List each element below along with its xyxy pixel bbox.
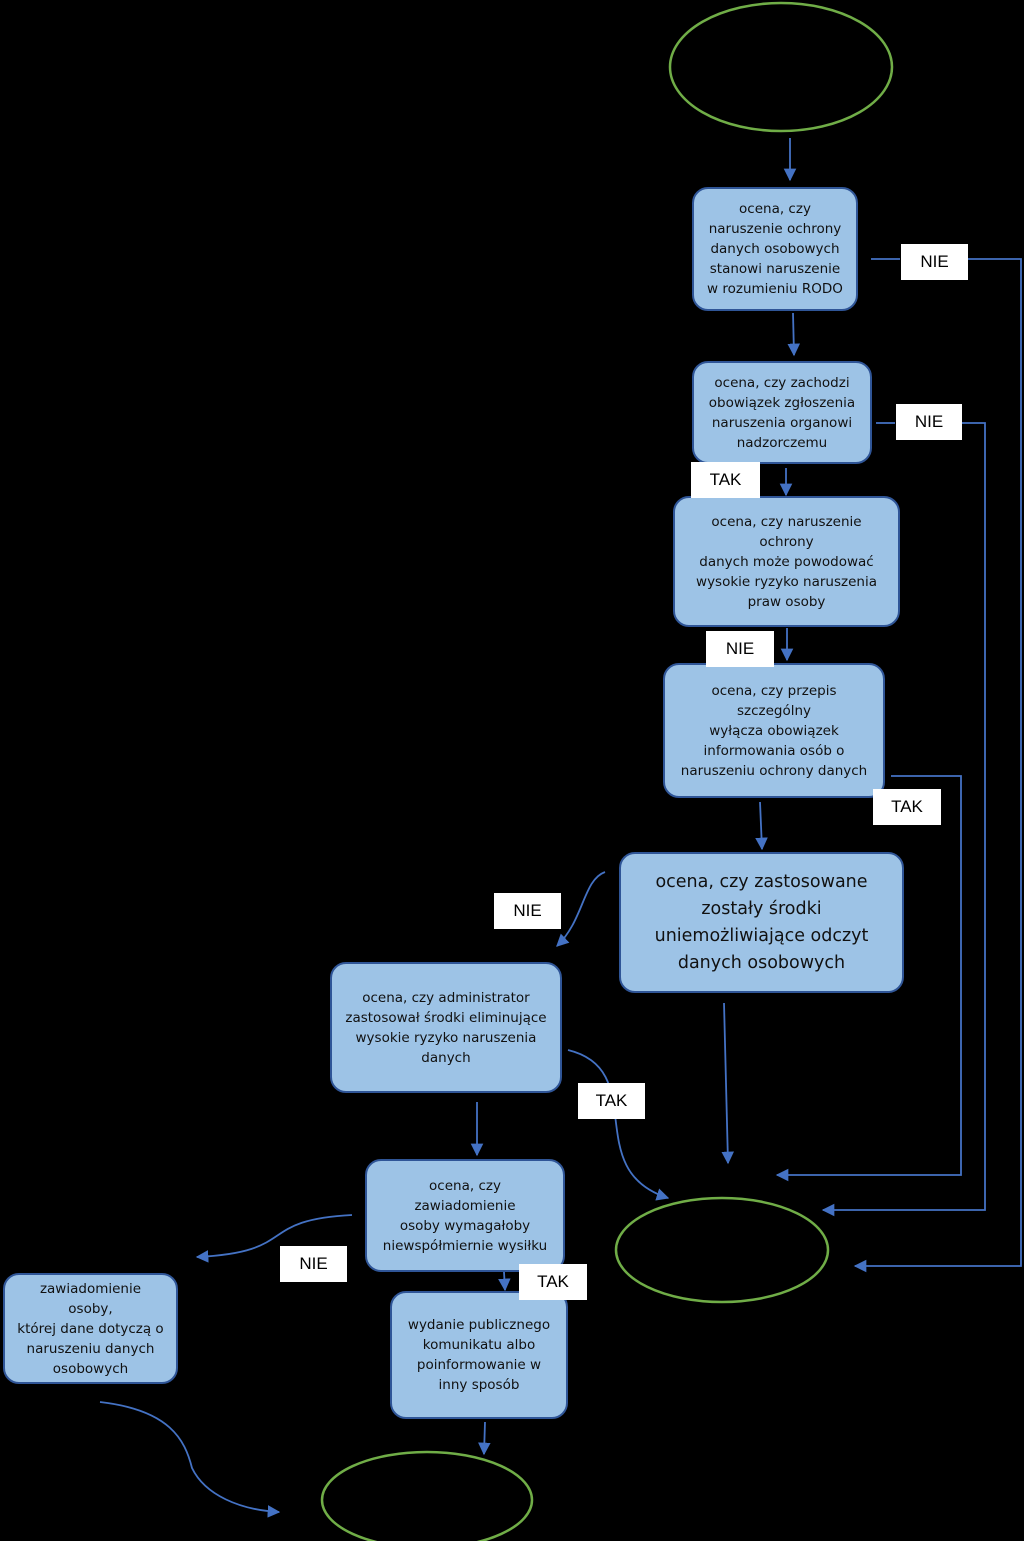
label-tak-disproportionate: TAK (519, 1264, 587, 1300)
end-terminal-after-notice (320, 1450, 534, 1541)
label-nie-risk: NIE (706, 631, 774, 667)
node-public-notice: wydanie publicznego komunikatu albo poin… (390, 1291, 568, 1419)
node-encryption-text: ocena, czy zastosowane zostały środki un… (654, 871, 869, 973)
node-admin-measures: ocena, czy administrator zastosował środ… (330, 962, 562, 1093)
label-tak-notify: TAK (691, 462, 760, 498)
node-breach-rodo-text: ocena, czy naruszenie ochrony danych oso… (707, 201, 843, 297)
arrow-encryption-to-end (721, 1002, 735, 1165)
arrow-breach-to-notify (787, 312, 801, 357)
label-nie-encryption: NIE (494, 893, 561, 929)
arrow-admin-tak-to-end (567, 1049, 670, 1201)
node-disproportionate: ocena, czy zawiadomienie osoby wymagałob… (365, 1159, 565, 1272)
label-tak-admin: TAK (578, 1083, 645, 1119)
arrow-encryption-nie-to-admin (556, 871, 606, 947)
node-high-risk: ocena, czy naruszenie ochrony danych moż… (673, 496, 900, 627)
node-notify-person: zawiadomienie osoby, której dane dotyczą… (3, 1273, 178, 1384)
node-notify-person-text: zawiadomienie osoby, której dane dotyczą… (17, 1280, 164, 1377)
label-nie-breach: NIE (901, 244, 968, 280)
node-public-notice-text: wydanie publicznego komunikatu albo poin… (407, 1317, 551, 1393)
arrow-special-tak-return (775, 775, 962, 1182)
node-disproportionate-text: ocena, czy zawiadomienie osoby wymagałob… (382, 1177, 548, 1254)
arrow-special-to-encryption (755, 801, 768, 851)
arrow-person-to-end (99, 1401, 281, 1518)
arrow-disproportionate-tak-to-public (498, 1271, 511, 1292)
node-notify-authority: ocena, czy zachodzi obowiązek zgłoszenia… (692, 361, 872, 464)
end-terminal-no-action (614, 1196, 830, 1304)
node-special-provision: ocena, czy przepis szczególny wyłącza ob… (663, 663, 885, 798)
label-nie-disproportionate: NIE (280, 1246, 347, 1282)
node-admin-measures-text: ocena, czy administrator zastosował środ… (345, 989, 547, 1066)
node-encryption: ocena, czy zastosowane zostały środki un… (619, 852, 904, 993)
arrow-disproportionate-nie-to-person (195, 1214, 353, 1263)
node-notify-authority-text: ocena, czy zachodzi obowiązek zgłoszenia… (708, 374, 856, 451)
arrow-public-to-end (478, 1421, 491, 1456)
label-nie-notify: NIE (896, 404, 962, 440)
node-breach-rodo: ocena, czy naruszenie ochrony danych oso… (692, 187, 858, 311)
node-special-provision-text: ocena, czy przepis szczególny wyłącza ob… (680, 682, 868, 779)
start-terminal (668, 1, 894, 133)
arrow-breach-nie-return (853, 258, 1022, 1273)
label-tak-special: TAK (873, 789, 941, 825)
node-high-risk-text: ocena, czy naruszenie ochrony danych moż… (696, 513, 877, 610)
arrow-notify-nie-return (821, 422, 986, 1217)
